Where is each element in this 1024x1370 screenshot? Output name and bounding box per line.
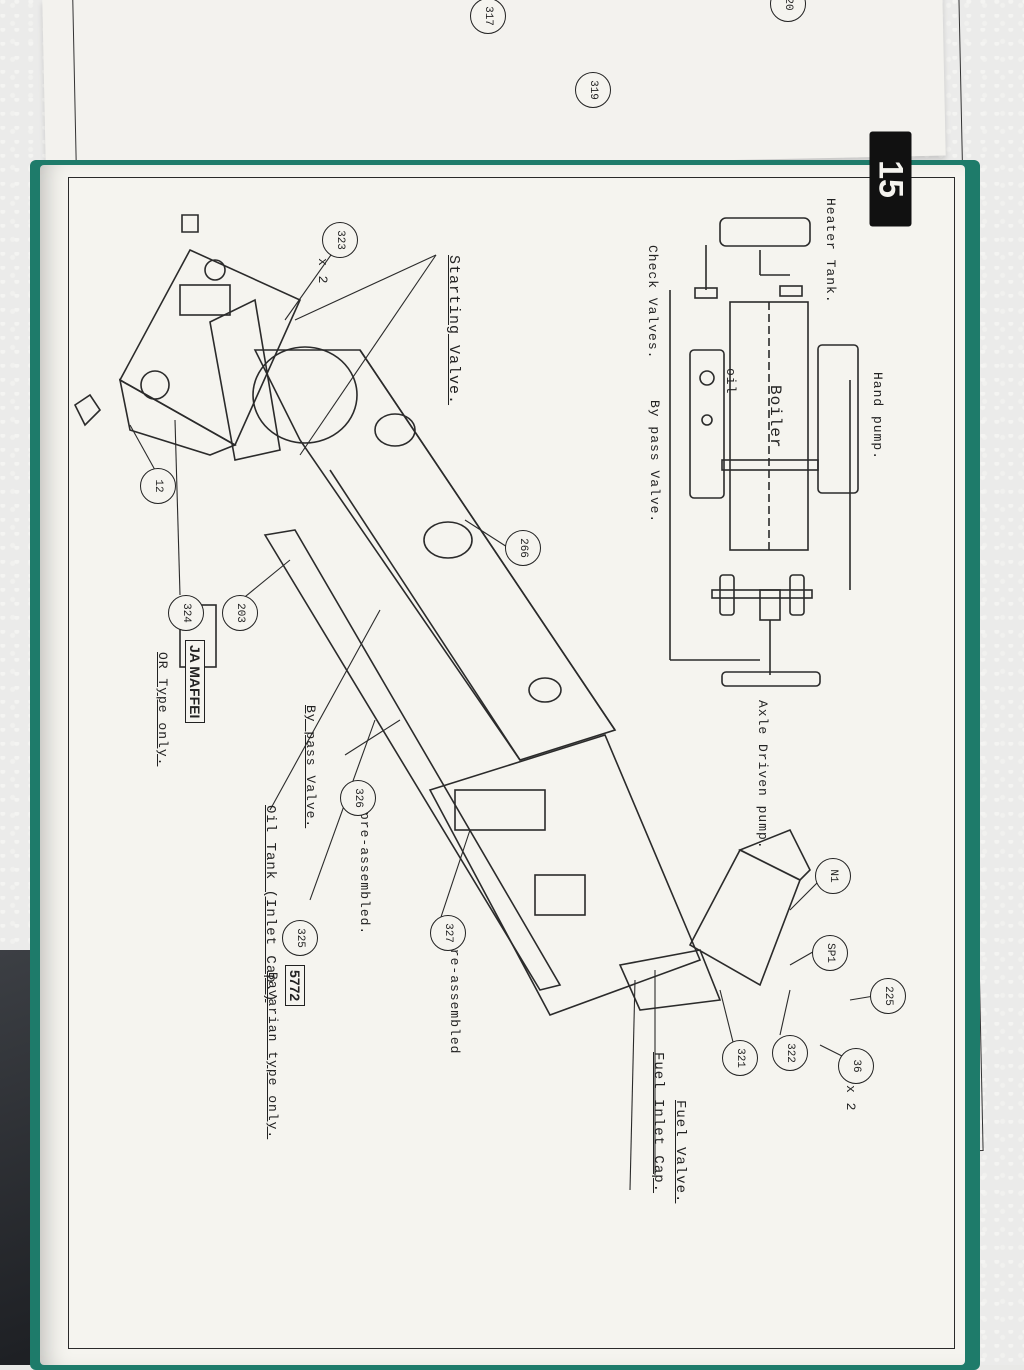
instruction-page: [40, 165, 965, 1365]
oil-label: oil: [723, 368, 738, 395]
fuel-valve-label: Fuel Valve.: [672, 1100, 688, 1204]
callout-325: 325: [282, 920, 318, 956]
axle-pump-shape: [721, 671, 821, 687]
smokebox-door-shape: [252, 346, 358, 444]
starting-valve-label: Starting Valve.: [445, 255, 462, 406]
boiler-barrel-shape: [253, 349, 617, 761]
heater-tank-label: Heater Tank.: [823, 198, 838, 304]
callout-322: 322: [772, 1035, 808, 1071]
frame-rail-shape: [263, 529, 562, 991]
callout-36: 36: [838, 1048, 874, 1084]
callout-225: 225: [870, 978, 906, 1014]
callout-203: 203: [222, 595, 258, 631]
callout-321: 321: [722, 1040, 758, 1076]
firebox-shape: [428, 734, 702, 1016]
hand-pump-label: Hand pump.: [870, 372, 885, 461]
pre-assembled-327-label: pre-assembled: [447, 940, 462, 1055]
page-frame: [68, 177, 955, 1349]
callout-sp1: SP1: [812, 935, 848, 971]
callout-266: 266: [505, 530, 541, 566]
callout-36-quantity: x 2: [843, 1085, 858, 1112]
number-plate-5772: 5772: [285, 965, 305, 1007]
oil-tank-shape: [689, 349, 725, 499]
boiler-label: Boiler: [766, 385, 784, 449]
ja-maffei-plate: JA MAFFEI: [185, 640, 205, 724]
locomotive-drawing: [73, 214, 811, 1016]
heater-tank-shape: [719, 217, 811, 247]
axle-shape: [711, 589, 813, 599]
bavarian-note: Bavarian type only.: [265, 972, 280, 1140]
callout-12: 12: [140, 468, 176, 504]
callout-n1: N1: [815, 858, 851, 894]
hand-pump-shape: [817, 344, 859, 494]
callout-323: 323: [322, 222, 358, 258]
callout-323-quantity: x 2: [315, 258, 330, 285]
ja-maffei-note: OR Type only.: [155, 652, 170, 767]
axle-driven-pump-label: Axle Driven pump.: [755, 700, 770, 850]
callout-326: 326: [340, 780, 376, 816]
fuel-inlet-cap-label: Fuel Inlet Cap.: [650, 1052, 666, 1194]
callout-327: 327: [430, 915, 466, 951]
bypass-valve-label: By pass Valve.: [303, 705, 318, 829]
check-valves-label: Check Valves.: [645, 245, 660, 360]
schematic-bypass-valve-label: By pass Valve.: [647, 400, 662, 524]
pre-assembled-326-label: pre-assembled.: [357, 812, 372, 936]
callout-324: 324: [168, 595, 204, 631]
schematic-diagram: [669, 217, 859, 687]
